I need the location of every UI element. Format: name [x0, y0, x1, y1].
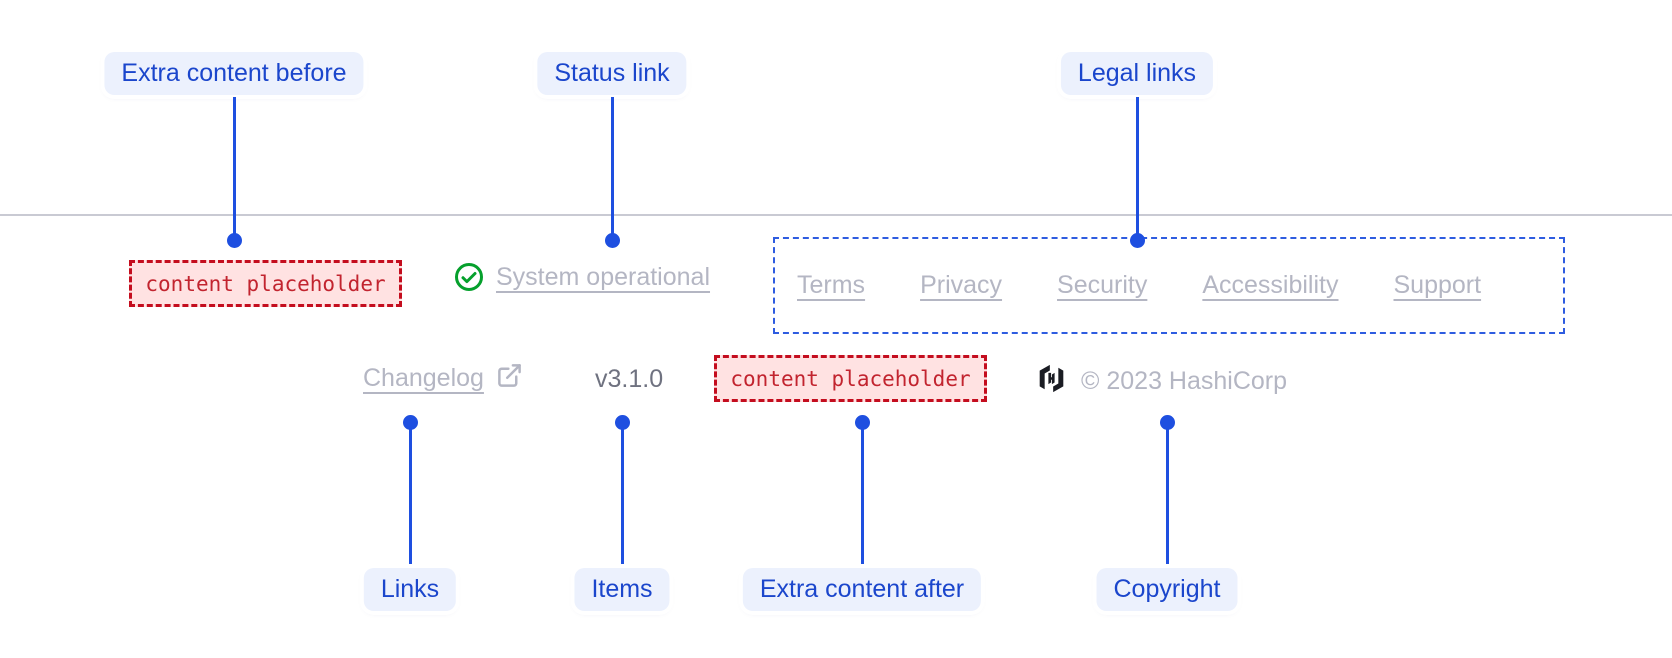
copyright-text: © 2023 HashiCorp: [1081, 366, 1288, 395]
placeholder-text: content placeholder: [730, 366, 971, 391]
status-link-label[interactable]: System operational: [496, 262, 711, 291]
external-link-icon: [496, 362, 523, 394]
annotation-dot: [854, 415, 870, 430]
annotation-label: Links: [363, 568, 457, 611]
status-link[interactable]: System operational: [454, 262, 710, 292]
annotation-label: Items: [574, 568, 670, 611]
annotation-dot: [614, 415, 630, 430]
legal-link-accessibility[interactable]: Accessibility: [1202, 271, 1339, 299]
annotation-label: Copyright: [1096, 568, 1238, 611]
annotation-dot: [226, 233, 242, 248]
legal-link-support[interactable]: Support: [1393, 271, 1482, 299]
legal-link-terms[interactable]: Terms: [797, 271, 866, 299]
placeholder-text: content placeholder: [145, 271, 386, 296]
copyright-group: © 2023 HashiCorp: [1037, 364, 1287, 398]
annotation-line: [610, 97, 614, 241]
legal-link-privacy[interactable]: Privacy: [920, 271, 1003, 299]
extra-content-before-placeholder: content placeholder: [129, 260, 402, 307]
annotation-label: Legal links: [1060, 52, 1214, 95]
annotation-line: [232, 97, 236, 241]
hashicorp-logo: [1037, 364, 1066, 398]
annotation-dot: [402, 415, 418, 430]
legal-links-group: Terms Privacy Security Accessibility Sup…: [773, 237, 1565, 334]
annotation-label: Extra content before: [104, 52, 364, 95]
annotation-dot: [1129, 233, 1145, 248]
changelog-link[interactable]: Changelog: [363, 362, 523, 394]
version-item: v3.1.0: [595, 365, 664, 393]
annotation-line: [1165, 428, 1169, 564]
annotation-dot: [1159, 415, 1175, 430]
extra-content-after-placeholder: content placeholder: [714, 355, 987, 402]
annotation-line: [1135, 97, 1139, 241]
annotation-line: [408, 428, 412, 564]
annotation-line: [620, 428, 624, 564]
legal-link-security[interactable]: Security: [1057, 271, 1148, 299]
check-circle-icon: [454, 262, 484, 292]
footer-divider: [0, 214, 1672, 216]
annotation-dot: [604, 233, 620, 248]
annotation-line: [860, 428, 864, 564]
changelog-link-label[interactable]: Changelog: [363, 363, 484, 392]
annotation-label: Extra content after: [742, 568, 982, 611]
annotation-label: Status link: [537, 52, 687, 95]
